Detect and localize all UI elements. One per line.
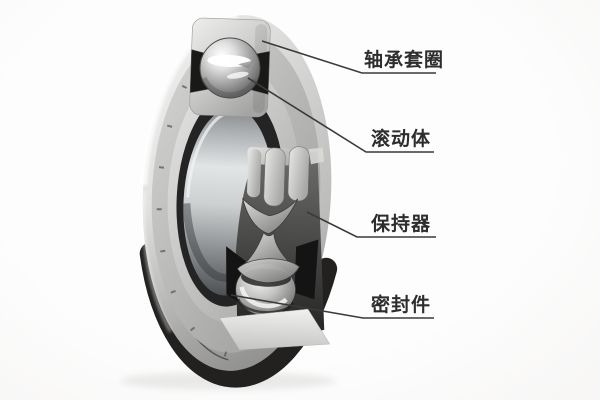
leader-lines: [230, 40, 436, 319]
cage-upper-prongs: [242, 197, 299, 235]
seal-pocket-right: [294, 239, 319, 300]
cutaway-section: [219, 146, 331, 351]
cross-section-top: [189, 17, 271, 118]
cut-edge-top-right: [308, 147, 325, 165]
label-seal: 密封件: [371, 295, 432, 316]
inner-ring-lobe: [247, 149, 262, 198]
leader-line-rolling-element: [247, 77, 434, 153]
rim-highlight-lower: [141, 191, 172, 333]
leader-line-bearing-ring: [261, 40, 436, 74]
top-ball-highlight-notch: [238, 60, 253, 69]
leader-line-cage: [306, 211, 436, 238]
top-ball: [199, 37, 261, 99]
top-ball-lower-shade: [200, 76, 259, 99]
label-bearing-ring: 轴承套圈: [364, 50, 445, 71]
cut-face-bottom: [219, 308, 331, 351]
top-ball-highlight-small: [226, 71, 249, 79]
inner-ring-lobe: [263, 147, 286, 207]
cage-ball-pocket-rim: [236, 258, 300, 284]
lower-ball-groove-line: [237, 298, 295, 314]
inner-ring-lobe: [287, 146, 310, 202]
leader-line-seal: [230, 294, 434, 319]
label-rolling-element: 滚动体: [371, 129, 432, 150]
label-cage: 保持器: [371, 214, 432, 235]
